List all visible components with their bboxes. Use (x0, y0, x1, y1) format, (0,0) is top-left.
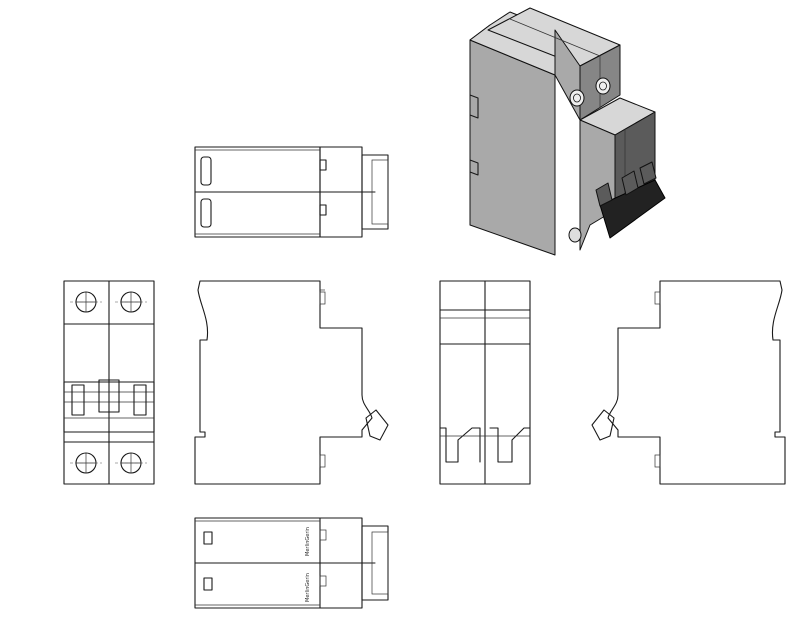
bottom-handle-inner (371, 531, 389, 595)
rear-foot-right (489, 427, 531, 463)
front-clip-lower (319, 454, 326, 468)
brand-marking-2: MerlinGerin (305, 573, 311, 602)
top-clip-1 (319, 159, 327, 171)
left-handle-band (63, 381, 155, 433)
iso-din-notch-upper (469, 94, 479, 119)
top-view (194, 146, 389, 238)
bottom-clip-2 (319, 575, 327, 587)
bottom-window-1 (203, 531, 213, 545)
front-profile (194, 280, 373, 485)
bottom-window-2 (203, 577, 213, 591)
bottom-clip-1 (319, 529, 327, 541)
iso-screw-1 (569, 89, 585, 107)
top-handle-inner (371, 159, 389, 225)
iso-handle-clip-3 (639, 161, 657, 185)
left-screw-tl (70, 291, 102, 313)
front-clip-upper (319, 291, 326, 305)
iso-handle-clip-2 (621, 170, 639, 196)
iso-screw-2-inner (599, 81, 607, 91)
left-screw-br (115, 452, 147, 474)
top-screw-slot-1 (200, 156, 212, 186)
top-screw-slot-2 (200, 198, 212, 228)
left-view (63, 280, 155, 485)
front-view (194, 280, 389, 485)
left-handle-link (98, 379, 120, 413)
iso-step-front (579, 119, 616, 251)
left-screw-bl (70, 452, 102, 474)
right-view (591, 280, 786, 485)
left-screw-tr (115, 291, 147, 313)
left-handle-tab-2 (133, 384, 147, 416)
bottom-view: MerlinGerin MerlinGerin (194, 517, 389, 609)
right-profile (607, 280, 786, 485)
isometric-view (469, 7, 666, 256)
iso-screw-1-inner (573, 93, 581, 103)
rear-view (439, 280, 531, 485)
iso-screw-lower (568, 227, 582, 243)
brand-marking-1: MerlinGerin (305, 527, 311, 556)
right-clip-lower (654, 454, 661, 468)
iso-din-notch-lower (469, 159, 479, 176)
iso-screw-2 (595, 77, 611, 95)
iso-pole-split-top (509, 18, 601, 57)
rear-foot-left (439, 427, 481, 463)
right-handle (591, 409, 615, 441)
iso-handle-clip-1 (595, 182, 613, 207)
top-clip-2 (319, 204, 327, 216)
left-handle-tab-1 (71, 384, 85, 416)
iso-rear-front (469, 39, 556, 256)
front-handle (365, 409, 389, 441)
right-clip-upper (654, 291, 661, 305)
